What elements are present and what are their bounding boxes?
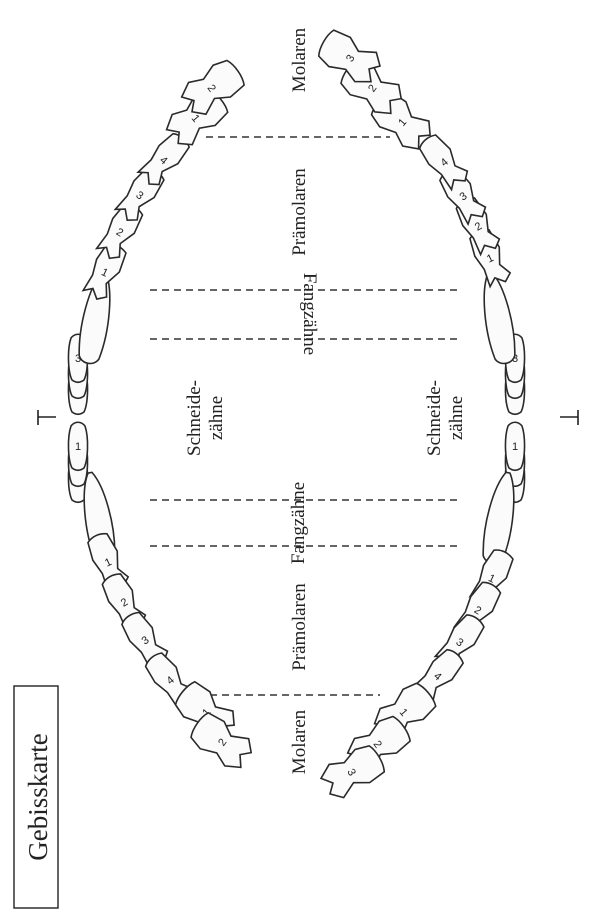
canine-right-top-outline xyxy=(477,270,518,365)
label-schneide-right-1: Schneide- xyxy=(424,380,445,456)
incisor-right-3: 1 xyxy=(505,422,524,470)
label-schneide-right-2: zähne xyxy=(446,396,467,440)
label-molaren-top: Molaren xyxy=(289,27,310,92)
canine-right-top xyxy=(477,270,518,365)
label-praemolaren-top: Prämolaren xyxy=(289,168,310,256)
label-schneide-left-2: zähne xyxy=(206,396,227,440)
label-fangzaehne-bottom: Fangzähne xyxy=(288,482,309,564)
label-fangzaehne-top: Fangzähne xyxy=(299,273,320,355)
incisor-left-3: 1 xyxy=(68,422,87,470)
label-praemolaren-bottom: Prämolaren xyxy=(289,583,310,671)
label-molaren-bottom: Molaren xyxy=(289,709,310,774)
label-schneide-left-1: Schneide- xyxy=(184,380,205,456)
premolar-left-top-1: 1 xyxy=(81,240,129,303)
title-group: Gebisskarte xyxy=(14,686,58,908)
incisor-right-3-number: 1 xyxy=(512,441,518,453)
chart-title: Gebisskarte xyxy=(23,733,53,860)
incisor-left-3-number: 1 xyxy=(75,441,81,453)
